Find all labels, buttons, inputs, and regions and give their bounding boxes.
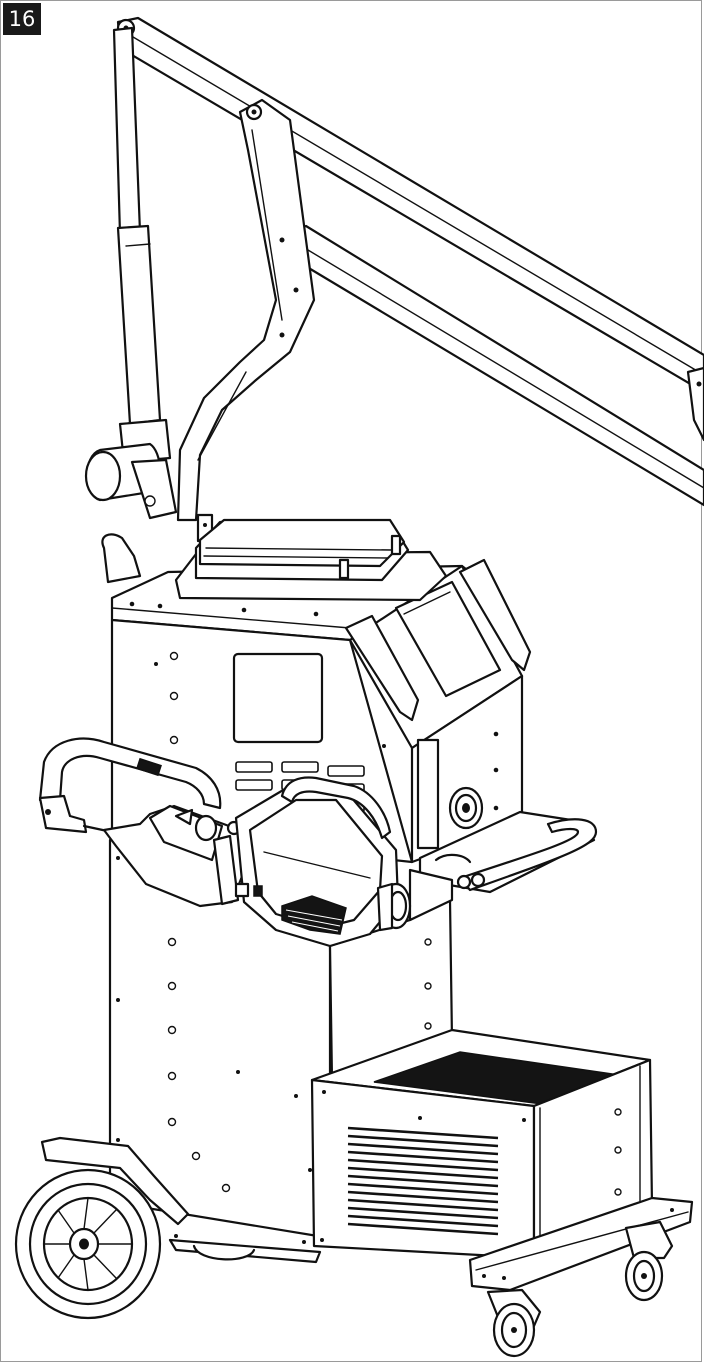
support-mast-icon [176,98,316,543]
gas-spring-icon [84,26,178,520]
storage-case-icon [174,518,448,602]
connector-icon [448,786,484,830]
cooling-grill [347,1126,499,1236]
grip-panel [281,895,347,935]
chassis-base [168,1196,694,1292]
tray-icon [418,810,598,894]
weld-gun-icon [38,737,412,948]
display-panel-icon [394,580,502,698]
wheel-icon [14,1136,190,1320]
castor-wheel-icon [486,1220,674,1358]
c-frame-icon [38,737,222,834]
figure-number-badge: 16 [3,3,41,35]
